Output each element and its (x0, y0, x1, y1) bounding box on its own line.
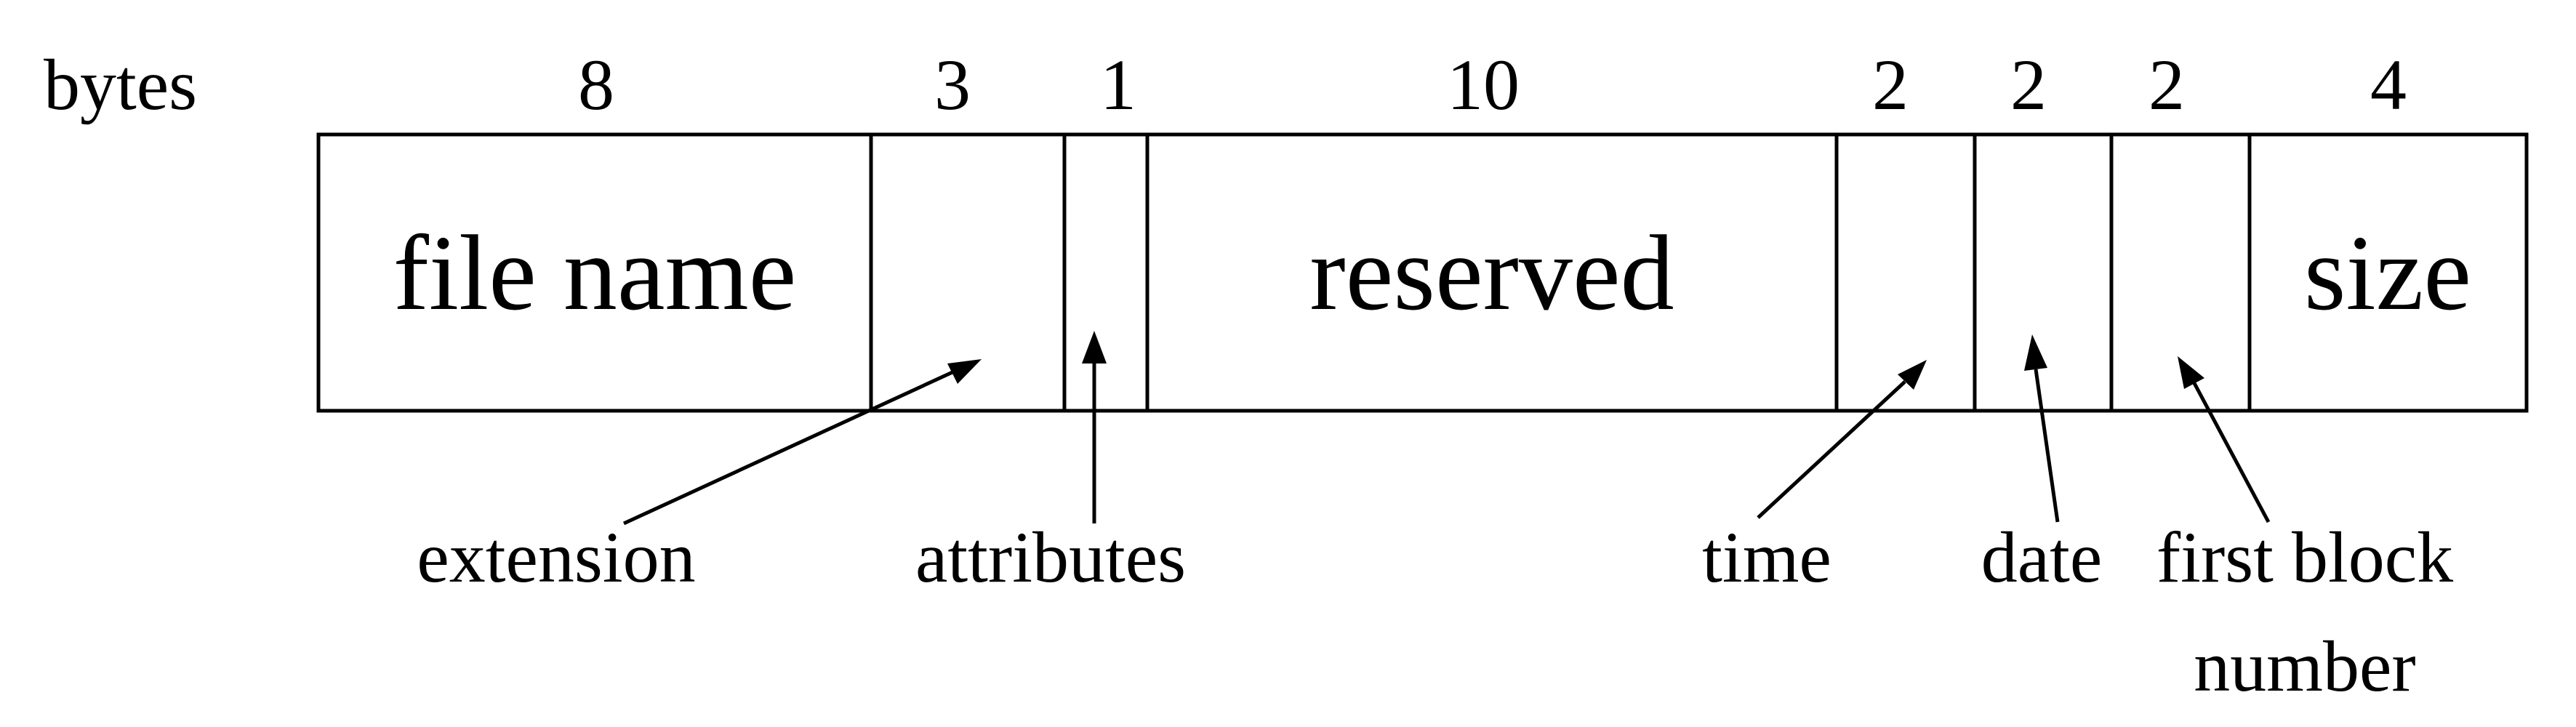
callout-extension: extension (417, 517, 695, 598)
byte-count-reserved: 10 (1447, 44, 1520, 125)
byte-count-attributes: 1 (1100, 44, 1136, 125)
callout-first-block-line1: first block (2156, 517, 2453, 598)
byte-count-time: 2 (1872, 44, 1909, 125)
callout-attributes: attributes (915, 517, 1186, 598)
callout-time: time (1702, 517, 1831, 598)
date-arrow (2024, 334, 2060, 523)
byte-count-date: 2 (2010, 44, 2047, 125)
time-arrow (1757, 360, 1927, 519)
field-label-reserved: reserved (1309, 214, 1674, 333)
byte-count-first-block: 2 (2148, 44, 2185, 125)
field-label-file-name: file name (393, 214, 797, 333)
byte-count-extension: 3 (934, 44, 971, 125)
callout-first-block-line2: number (2194, 626, 2415, 707)
attributes-arrow (1082, 331, 1107, 523)
field-time (1834, 132, 1977, 413)
extension-arrow (622, 359, 982, 526)
bytes-header-label: bytes (44, 44, 197, 125)
field-size (2247, 132, 2529, 413)
field-label-size: size (2304, 214, 2471, 333)
field-date (1973, 132, 2114, 413)
callout-date: date (1981, 517, 2103, 598)
first-block-number-arrow (2178, 356, 2271, 523)
byte-count-size: 4 (2370, 44, 2407, 125)
byte-count-file-name: 8 (578, 44, 614, 125)
field-attributes (1062, 132, 1149, 413)
